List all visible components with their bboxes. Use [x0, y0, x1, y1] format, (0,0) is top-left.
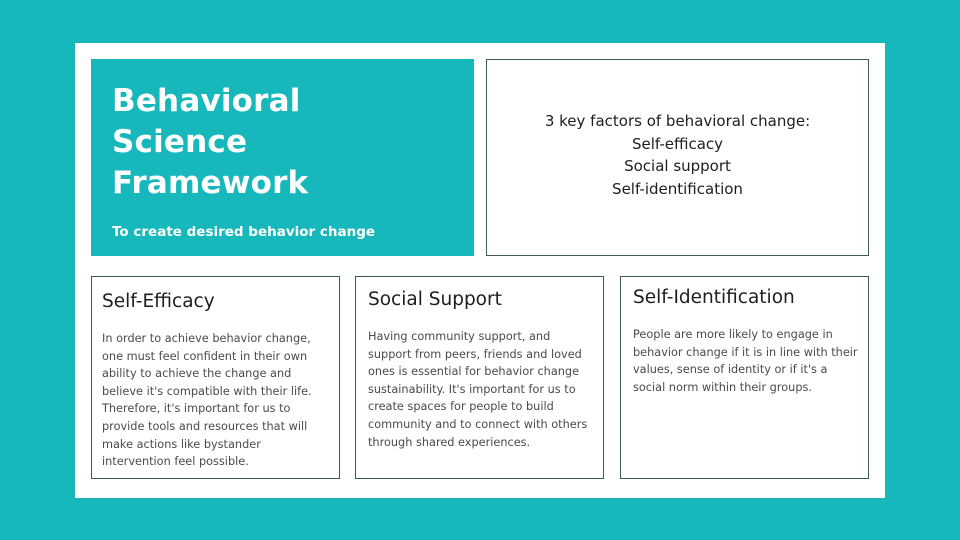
card-social-support: Social Support Having community support,… — [355, 276, 604, 479]
title-line-2: Science — [112, 124, 248, 160]
main-title: Behavioral Science Framework — [112, 81, 454, 204]
key-factors-heading: 3 key factors of behavioral change: — [544, 112, 811, 130]
card-body: Having community support, and support fr… — [368, 330, 588, 449]
card-self-identification: Self-Identification People are more like… — [620, 276, 869, 479]
title-panel: Behavioral Science Framework To create d… — [91, 59, 474, 256]
key-factors-box: 3 key factors of behavioral change: Self… — [486, 59, 869, 256]
title-line-1: Behavioral — [112, 83, 301, 119]
key-factor-item: Self-efficacy — [631, 134, 724, 153]
card-body: In order to achieve behavior change, one… — [102, 332, 312, 469]
title-line-3: Framework — [112, 165, 309, 201]
card-self-efficacy: Self-Efficacy In order to achieve behavi… — [91, 276, 340, 479]
card-title: Social Support — [368, 289, 502, 310]
card-title: Self-Efficacy — [102, 291, 215, 312]
card-title: Self-Identification — [633, 287, 795, 308]
card-body: People are more likely to engage in beha… — [633, 328, 858, 394]
subtitle: To create desired behavior change — [112, 224, 376, 240]
key-factor-item: Self-identification — [612, 179, 743, 198]
key-factor-item: Social support — [624, 157, 731, 175]
